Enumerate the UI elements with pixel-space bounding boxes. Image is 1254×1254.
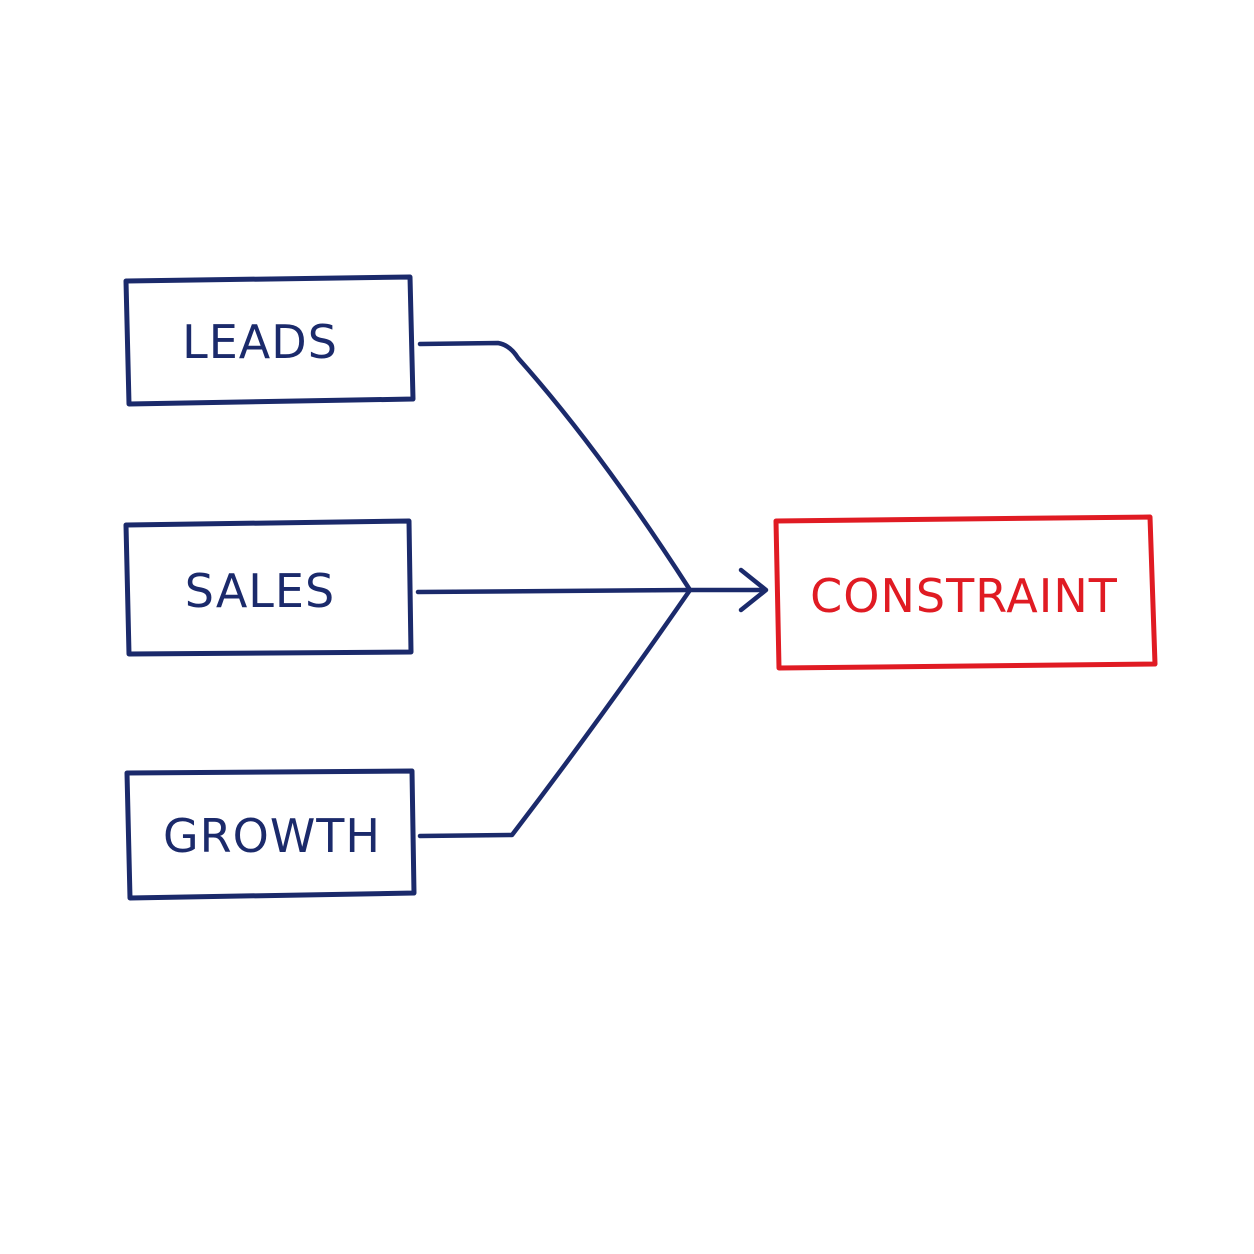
node-growth: GROWTH bbox=[124, 768, 417, 901]
node-leads: LEADS bbox=[123, 274, 416, 407]
node-sales-label: SALES bbox=[185, 564, 335, 618]
node-sales-box bbox=[123, 518, 414, 657]
node-constraint-box bbox=[773, 514, 1158, 671]
connector-sales-to-constraint bbox=[415, 587, 693, 595]
node-leads-label: LEADS bbox=[182, 315, 338, 369]
arrowhead-icon bbox=[738, 567, 769, 613]
node-constraint: CONSTRAINT bbox=[773, 514, 1158, 671]
node-growth-box bbox=[124, 768, 417, 901]
node-growth-label: GROWTH bbox=[163, 809, 381, 863]
node-sales: SALES bbox=[123, 518, 414, 657]
connector-leads-to-constraint bbox=[417, 340, 693, 593]
connectors bbox=[415, 340, 769, 839]
connector-growth-to-constraint bbox=[417, 587, 693, 839]
node-leads-box bbox=[123, 274, 416, 407]
node-constraint-label: CONSTRAINT bbox=[810, 569, 1118, 623]
